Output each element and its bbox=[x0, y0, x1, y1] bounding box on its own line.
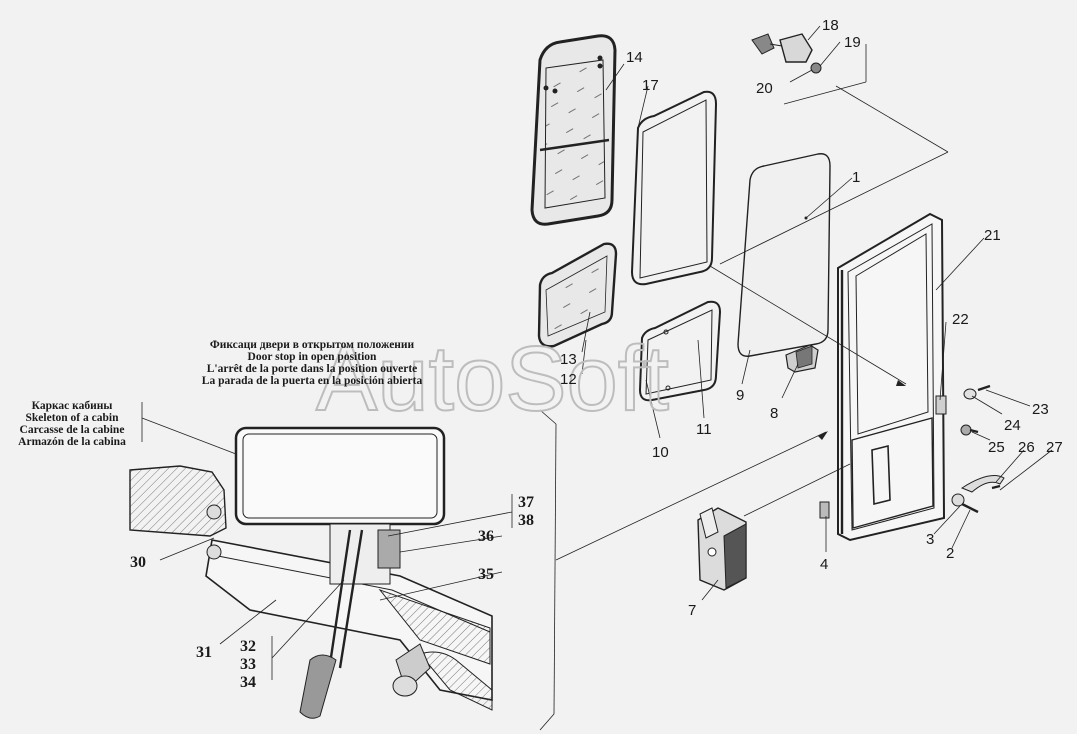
callout-22: 22 bbox=[952, 311, 969, 328]
callout-11: 11 bbox=[696, 421, 712, 438]
cabin-section bbox=[129, 426, 493, 719]
window-sliding-frame bbox=[530, 34, 617, 226]
callout-33: 33 bbox=[240, 656, 256, 673]
skeleton-caption: Каркас кабины Skeleton of a cabin Carcas… bbox=[18, 400, 126, 448]
door-frame bbox=[837, 212, 947, 542]
callout-24: 24 bbox=[1004, 417, 1021, 434]
skeleton-caption-ru: Каркас кабины bbox=[32, 400, 113, 412]
hinge-bolts bbox=[951, 384, 1005, 514]
lock-mechanism bbox=[697, 507, 747, 591]
callout-7: 7 bbox=[688, 602, 696, 619]
callout-20: 20 bbox=[756, 80, 773, 97]
callout-1: 1 bbox=[852, 169, 860, 186]
callout-31: 31 bbox=[196, 644, 212, 661]
door-stop-caption-fr: L'arrêt de la porte dans la position ouv… bbox=[207, 363, 418, 375]
vent-glass bbox=[537, 242, 618, 348]
door-glass bbox=[737, 153, 831, 357]
callout-12: 12 bbox=[560, 371, 577, 388]
skeleton-caption-es: Armazón de la cabina bbox=[18, 436, 126, 448]
door-stop-caption-ru: Фиксаци двери в открытом положении bbox=[210, 339, 415, 351]
callout-13: 13 bbox=[560, 351, 577, 368]
skeleton-caption-en: Skeleton of a cabin bbox=[26, 412, 120, 424]
striker bbox=[819, 501, 830, 519]
callout-8: 8 bbox=[770, 405, 778, 422]
callout-38: 38 bbox=[518, 512, 534, 529]
vent-frame bbox=[638, 300, 722, 402]
callout-19: 19 bbox=[844, 34, 861, 51]
callout-4: 4 bbox=[820, 556, 828, 573]
stop-pad bbox=[785, 344, 819, 373]
skeleton-caption-fr: Carcasse de la cabine bbox=[20, 424, 125, 436]
callout-37: 37 bbox=[518, 494, 534, 511]
door-stop-caption-en: Door stop in open position bbox=[248, 351, 377, 363]
callout-2: 2 bbox=[946, 545, 954, 562]
callout-35: 35 bbox=[478, 566, 494, 583]
callout-23: 23 bbox=[1032, 401, 1049, 418]
callout-21: 21 bbox=[984, 227, 1001, 244]
door-stop-caption-es: La parada de la puerta en la posición ab… bbox=[202, 375, 423, 387]
callout-17: 17 bbox=[642, 77, 659, 94]
callout-14: 14 bbox=[626, 49, 643, 66]
callout-18: 18 bbox=[822, 17, 839, 34]
callout-9: 9 bbox=[736, 387, 744, 404]
callout-34: 34 bbox=[240, 674, 256, 691]
window-seal bbox=[630, 90, 718, 286]
callout-27: 27 bbox=[1046, 439, 1063, 456]
callout-32: 32 bbox=[240, 638, 256, 655]
callout-30: 30 bbox=[130, 554, 146, 571]
callout-10: 10 bbox=[652, 444, 669, 461]
callout-3: 3 bbox=[926, 531, 934, 548]
callout-labels: 1 2 3 4 7 8 9 10 11 12 13 14 17 18 19 20… bbox=[130, 17, 1063, 691]
callout-26: 26 bbox=[1018, 439, 1035, 456]
leader-lines bbox=[141, 25, 1053, 731]
lock-cylinder bbox=[751, 33, 822, 74]
door-stop-caption: Фиксаци двери в открытом положении Door … bbox=[202, 339, 423, 387]
watermark: AutoSoft bbox=[316, 328, 669, 430]
callout-25: 25 bbox=[988, 439, 1005, 456]
callout-36: 36 bbox=[478, 528, 494, 545]
